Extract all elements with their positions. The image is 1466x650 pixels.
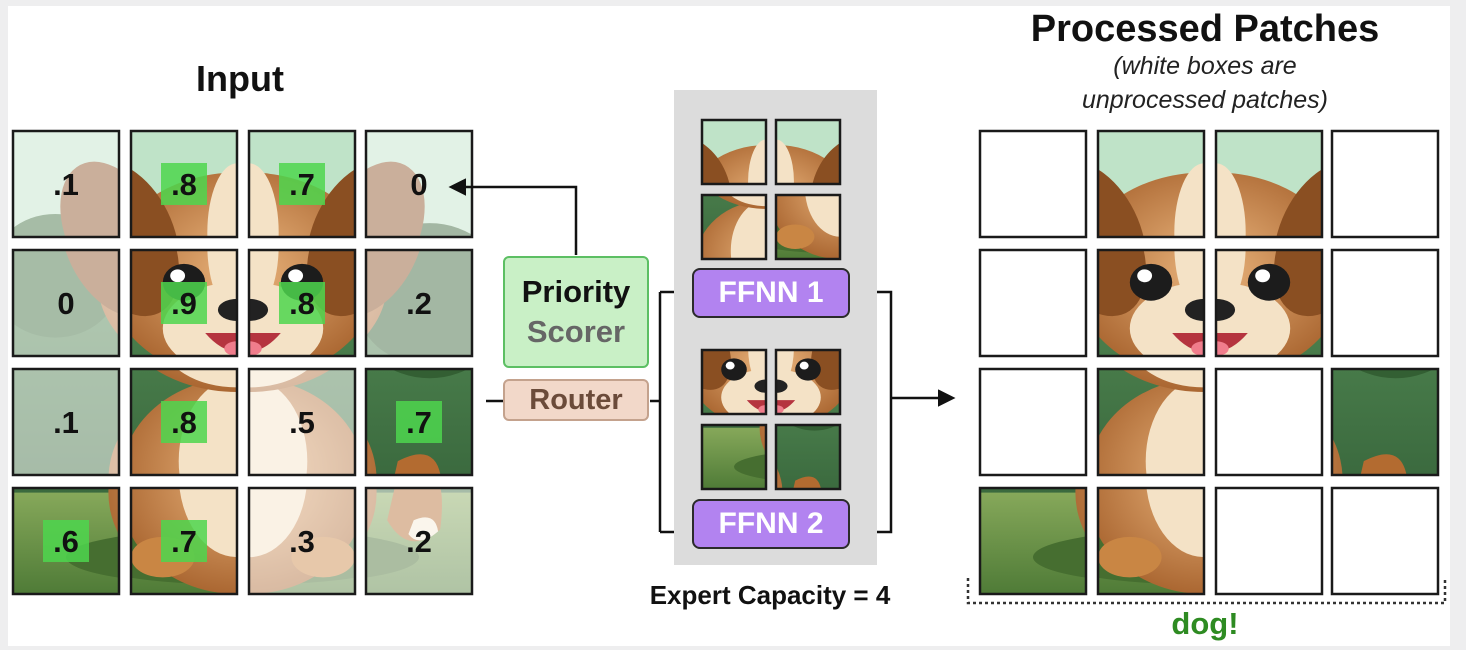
score-highlight [161,282,207,324]
output-title: Processed Patches [1030,8,1380,50]
ffnn1-patch [774,118,842,186]
score-highlight [279,282,325,324]
priority-scorer-line2: Scorer [526,314,626,349]
ffnn-2-box: FFNN 2 [692,499,850,549]
input-patch-r3c0: .6 [11,486,121,596]
expert-tiles [700,118,842,491]
score-label: .8 [171,405,197,440]
score-highlight [43,520,89,562]
score-label: .7 [171,524,197,559]
ffnn-1-box: FFNN 1 [692,268,850,318]
unprocessed-patch [1330,129,1440,239]
input-patch-r2c1: .8 [129,367,239,477]
input-patch-r2c2: .5 [247,367,357,477]
score-label: .5 [289,405,315,440]
ffnn1-patch [774,193,842,261]
score-highlight [161,163,207,205]
input-patch-r0c2: .7 [247,129,357,239]
output-patch-r0c1 [1096,129,1206,239]
router-box: Router [503,379,649,421]
score-label: .8 [171,167,197,202]
score-label: .7 [406,405,432,440]
priority-scorer-line1: Priority [521,274,631,309]
output-patch-r2c1 [1096,367,1206,477]
expert-capacity-label: Expert Capacity = 4 [649,580,891,610]
score-label: .8 [289,286,315,321]
score-label: .7 [289,167,315,202]
output-patch-r1c1 [1096,248,1206,358]
input-patch-r0c0: .1 [11,129,121,239]
score-label: .3 [289,524,315,559]
unprocessed-patch [978,129,1088,239]
input-patch-r1c1: .9 [129,248,239,358]
input-patch-r0c1: .8 [129,129,239,239]
unprocessed-patch [1330,486,1440,596]
score-highlight [396,401,442,443]
score-highlight [161,520,207,562]
score-label: .1 [53,167,79,202]
ffnn1-patch [700,118,768,186]
output-patch-r1c2 [1214,248,1324,358]
score-label: .9 [171,286,197,321]
input-patch-r1c0: 0 [11,248,121,358]
ffnn2-patch [774,348,842,416]
scorer-to-input-arrow [448,178,578,255]
output-patch-r3c0 [978,486,1088,596]
router-bracket [650,290,693,534]
unprocessed-patch [1330,248,1440,358]
priority-scorer-box: Priority Scorer [503,256,649,368]
output-patch-r2c3 [1330,367,1440,477]
input-patch-r2c3: .7 [364,367,474,477]
result-label: dog! [1171,606,1239,641]
input-patch-r2c0: .1 [11,367,121,477]
unprocessed-patch [1214,367,1324,477]
score-label: 0 [410,167,427,202]
score-label: 0 [57,286,74,321]
ffnn2-patch [700,348,768,416]
input-patch-r3c2: .3 [247,486,357,596]
input-patch-r1c2: .8 [247,248,357,358]
score-label: .2 [406,524,432,559]
output-patch-r3c1 [1096,486,1206,596]
score-highlight [279,163,325,205]
experts-output-bracket [877,290,952,534]
input-grid: .1 .8 .7 0 0 .9 .8 .2 .1 .8 .5 .7 .6 .7 .3 .2 [11,129,474,596]
input-title: Input [196,58,284,99]
unprocessed-patch [978,367,1088,477]
output-subtitle-line2: unprocessed patches) [1082,86,1328,114]
unprocessed-patch [978,248,1088,358]
ffnn2-patch [774,423,842,491]
input-patch-r3c3: .2 [364,486,474,596]
score-label: .6 [53,524,79,559]
score-label: .2 [406,286,432,321]
ffnn2-patch [700,423,768,491]
output-grid [978,129,1440,596]
output-subtitle-line1: (white boxes are [1113,52,1297,80]
output-patch-r0c2 [1214,129,1324,239]
score-highlight [161,401,207,443]
input-patch-r3c1: .7 [129,486,239,596]
unprocessed-patch [1214,486,1324,596]
ffnn1-patch [700,193,768,261]
output-dotted-line [966,578,1447,605]
input-patch-r1c3: .2 [364,248,474,358]
score-label: .1 [53,405,79,440]
